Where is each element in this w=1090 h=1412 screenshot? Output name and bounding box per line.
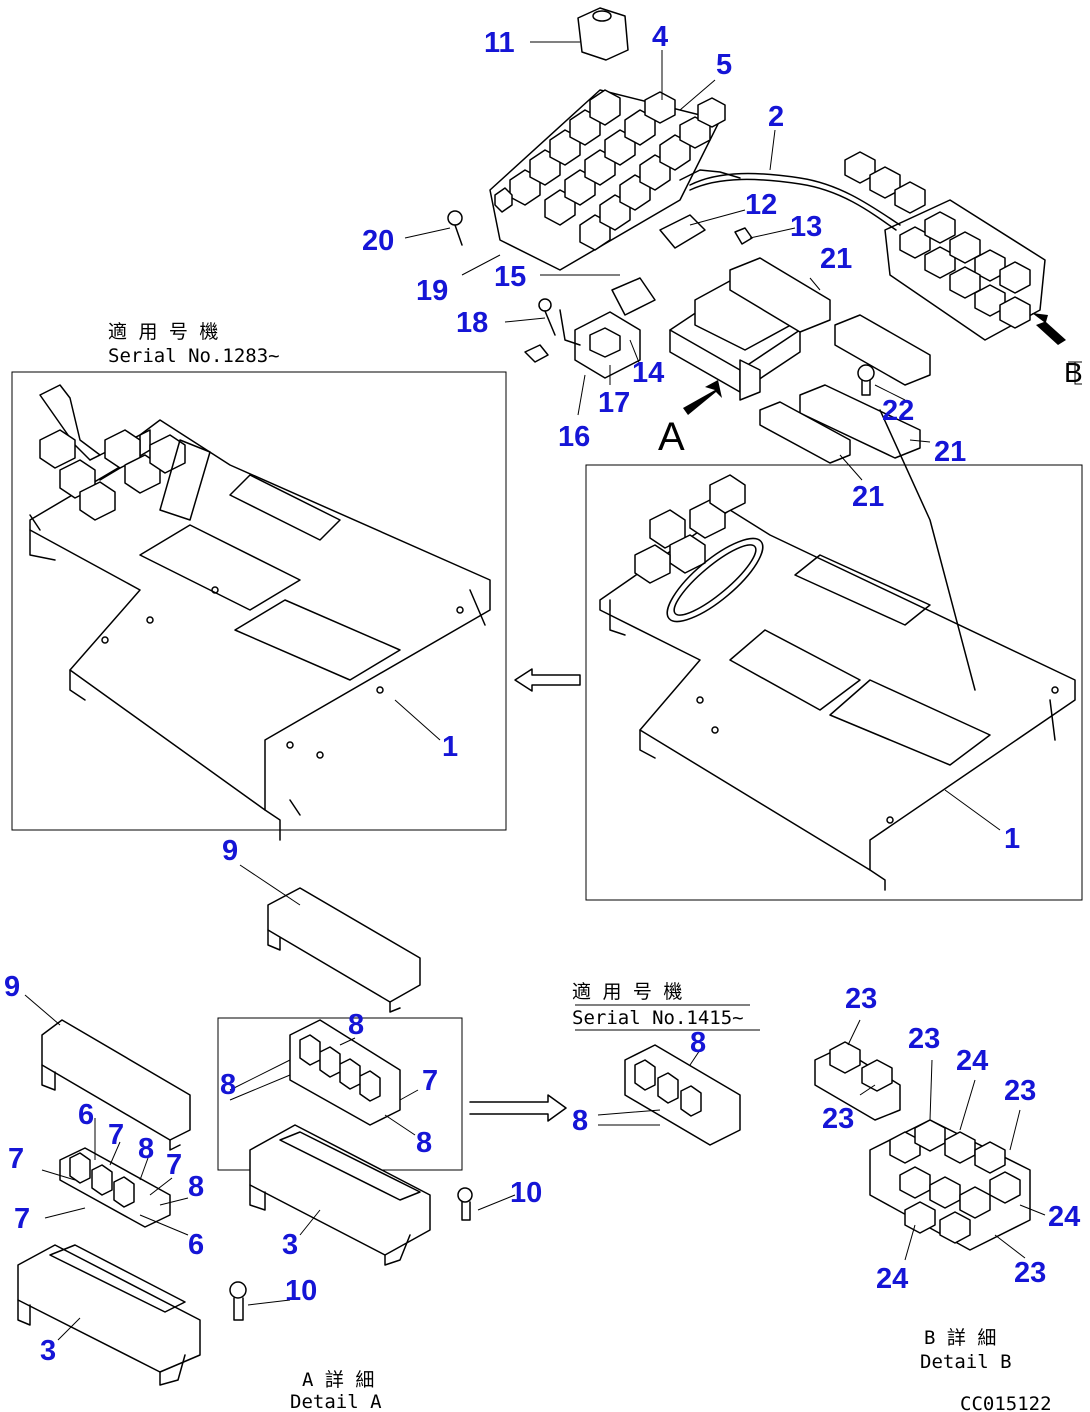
- main-harness-assembly: [447, 7, 1082, 691]
- callout-16: 16: [558, 421, 590, 453]
- inset-frame-right: [585, 464, 1083, 901]
- detail-a-en: Detail A: [290, 1391, 382, 1412]
- callout-8a: 8: [348, 1009, 364, 1041]
- serial-note-2-jp: 適 用 号 機: [572, 981, 682, 1003]
- callout-14: 14: [632, 357, 664, 389]
- serial-note-1-en: Serial No.1283~: [108, 345, 280, 367]
- callout-23d: 23: [1004, 1075, 1036, 1107]
- callout-23a: 23: [845, 983, 877, 1015]
- drawing-code: CC015122: [960, 1393, 1052, 1412]
- callout-numbers: 11 4 5 2 12 13 21 20 19 15 18 14 17 16 2…: [4, 21, 1080, 1367]
- notes: 適 用 号 機 Serial No.1283~ 適 用 号 機 Serial N…: [108, 321, 1083, 1412]
- callout-3a: 3: [282, 1229, 298, 1261]
- callout-9b: 9: [4, 971, 20, 1003]
- callout-21a: 21: [820, 243, 852, 275]
- callout-7a: 7: [422, 1065, 438, 1097]
- detail-b-parts: [814, 1041, 1031, 1251]
- callout-8g: 8: [188, 1171, 204, 1203]
- callout-23e: 23: [1014, 1257, 1046, 1289]
- callout-15: 15: [494, 261, 526, 293]
- right-inset-plate: [599, 474, 1076, 891]
- leader-lines: [24, 41, 1046, 1341]
- callout-1b: 1: [1004, 823, 1020, 855]
- callout-8c: 8: [416, 1127, 432, 1159]
- view-arrow-b: [1032, 313, 1066, 345]
- detail-a-jp: A 詳 細: [302, 1369, 374, 1391]
- callout-20: 20: [362, 225, 394, 257]
- callout-6a: 6: [78, 1099, 94, 1131]
- callout-13: 13: [790, 211, 822, 243]
- callout-23b: 23: [822, 1103, 854, 1135]
- callout-24a: 24: [956, 1045, 988, 1077]
- detail-b-jp: B 詳 細: [924, 1327, 996, 1349]
- callout-8b: 8: [220, 1069, 236, 1101]
- callout-7d: 7: [166, 1149, 182, 1181]
- serial-note-2-en: Serial No.1415~: [572, 1007, 744, 1029]
- callout-7c: 7: [8, 1143, 24, 1175]
- callout-23c: 23: [908, 1023, 940, 1055]
- callout-17: 17: [598, 387, 630, 419]
- callout-22: 22: [882, 395, 914, 427]
- callout-24c: 24: [876, 1263, 908, 1295]
- hollow-arrow-left: [514, 668, 581, 692]
- callout-18: 18: [456, 307, 488, 339]
- view-arrow-a: [683, 380, 722, 415]
- callout-1a: 1: [442, 731, 458, 763]
- left-inset-plate: [29, 384, 491, 841]
- callout-10b: 10: [285, 1275, 317, 1307]
- detail-b-en: Detail B: [920, 1351, 1012, 1373]
- callout-19: 19: [416, 275, 448, 307]
- callout-4: 4: [652, 21, 668, 53]
- callout-8d: 8: [690, 1027, 706, 1059]
- callout-7b: 7: [108, 1119, 124, 1151]
- detail-a-parts: [17, 887, 741, 1386]
- callout-5: 5: [716, 49, 732, 81]
- callout-11: 11: [484, 27, 515, 59]
- callout-6b: 6: [188, 1229, 204, 1261]
- hollow-arrow-right: [469, 1094, 567, 1122]
- callout-9a: 9: [222, 835, 238, 867]
- callout-24b: 24: [1048, 1201, 1080, 1233]
- callout-21c: 21: [852, 481, 884, 513]
- callout-12: 12: [745, 189, 777, 221]
- callout-10a: 10: [510, 1177, 542, 1209]
- view-label-a: A: [658, 415, 685, 459]
- callout-7e: 7: [14, 1203, 30, 1235]
- callout-2: 2: [768, 101, 784, 133]
- view-label-b: B: [1064, 357, 1083, 388]
- callout-8e: 8: [572, 1105, 588, 1137]
- callout-3b: 3: [40, 1335, 56, 1367]
- inset-frame-left: [11, 371, 507, 831]
- callout-21b: 21: [934, 436, 966, 468]
- serial-note-1-jp: 適 用 号 機: [108, 321, 218, 343]
- callout-8f: 8: [138, 1133, 154, 1165]
